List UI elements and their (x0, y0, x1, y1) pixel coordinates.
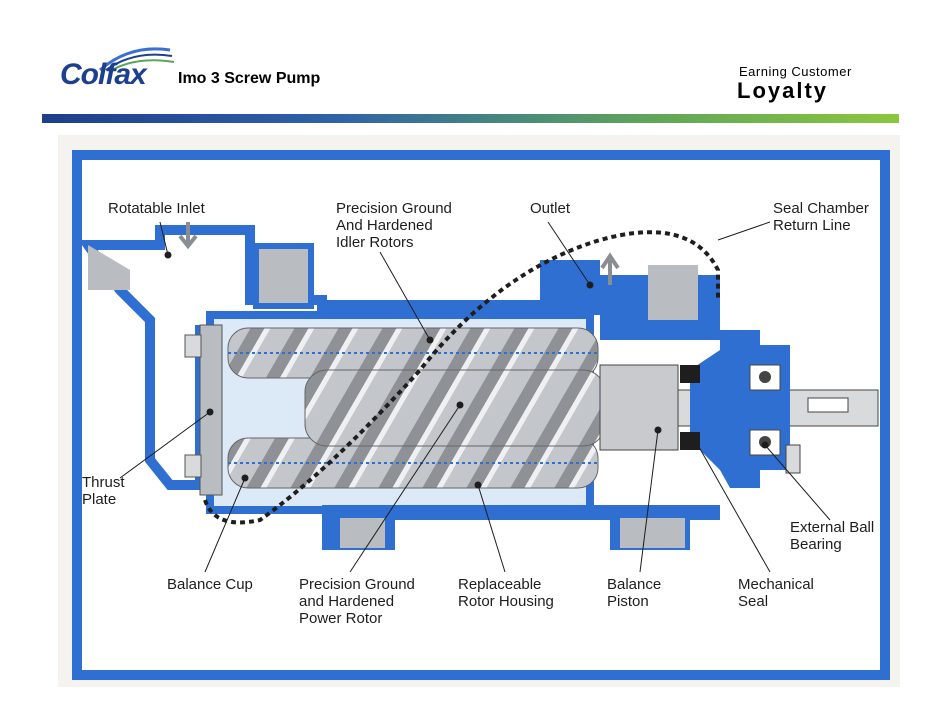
lower-foot-left (340, 518, 385, 548)
label-outlet: Outlet (530, 200, 571, 217)
bearing-ball-upper (759, 371, 771, 383)
label-balance-cup: Balance Cup (167, 576, 253, 593)
bolt-lower (184, 454, 202, 478)
label-external-ball-bearing: External Ball Bearing (790, 519, 875, 553)
logo-wordmark: Colfax (60, 58, 147, 91)
leader-lines (119, 221, 831, 573)
label-rotatable-inlet: Rotatable Inlet (108, 200, 205, 217)
label-idler-rotors: Precision Ground And Hardened Idler Roto… (336, 200, 452, 251)
logo-swoosh-icon (99, 47, 175, 72)
seal-return-line (203, 230, 720, 525)
mechanical-seal-upper (680, 365, 700, 383)
header-gradient-rule (42, 114, 899, 123)
power-rotor (304, 369, 606, 447)
upper-casing (322, 260, 720, 340)
label-seal-chamber: Seal Chamber Return Line (773, 200, 869, 234)
tagline-small: Earning Customer (739, 64, 852, 79)
colfax-logo: Colfax (60, 42, 180, 98)
label-rotor-housing: Replaceable Rotor Housing (458, 576, 554, 610)
label-power-rotor: Precision Ground and Hardened Power Roto… (299, 576, 415, 627)
inlet-boss (253, 243, 314, 309)
inlet-flange (88, 245, 130, 290)
slide-title: Imo 3 Screw Pump (178, 70, 321, 87)
label-thrust-plate: Thrust Plate (82, 474, 125, 508)
slide-header: Colfax Imo 3 Screw Pump Earning Customer… (0, 0, 942, 130)
outlet-flow-arrow-icon (600, 252, 620, 285)
balance-piston (599, 364, 679, 451)
tagline-large: Loyalty (737, 78, 829, 103)
seal-housing (690, 330, 790, 488)
inlet-flow-arrow-icon (178, 222, 198, 250)
upper-casing-insert (648, 265, 698, 320)
shaft-keyway (807, 397, 849, 413)
bearing-nut (785, 444, 801, 474)
lower-foot-right (620, 518, 685, 548)
label-mechanical-seal: Mechanical Seal (738, 576, 814, 610)
label-balance-piston: Balance Piston (607, 576, 662, 610)
bolt-upper (184, 334, 202, 358)
